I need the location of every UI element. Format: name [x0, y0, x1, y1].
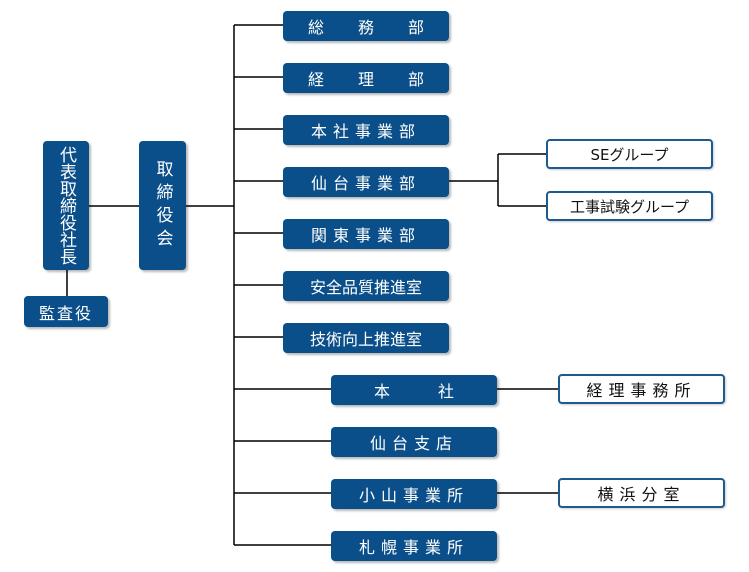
dept-honsha-business: 本社事業部 [283, 115, 449, 145]
dept-safety-quality: 安全品質推進室 [283, 271, 449, 301]
dept-sendai-business: 仙台事業部 [283, 167, 449, 197]
office-yokohama-branch: 横浜分室 [558, 478, 725, 508]
dept-tech-improvement: 技術向上推進室 [283, 323, 449, 353]
president-box: 代表取締役社長 [43, 141, 89, 270]
dept-accounting: 経理部 [283, 63, 449, 93]
office-accounting: 経理事務所 [558, 374, 725, 404]
dept-kanto-business: 関東事業部 [283, 219, 449, 249]
group-construction-testing: 工事試験グループ [546, 191, 713, 221]
office-oyama: 小山事業所 [331, 479, 497, 509]
office-honsha: 本社 [331, 375, 497, 405]
office-sapporo: 札幌事業所 [331, 531, 497, 561]
auditor-box: 監査役 [24, 296, 108, 327]
board-box: 取締役会 [139, 141, 186, 270]
dept-general-affairs: 総務部 [283, 11, 449, 41]
office-sendai-branch: 仙台支店 [331, 427, 497, 457]
group-se: SEグループ [546, 139, 713, 169]
